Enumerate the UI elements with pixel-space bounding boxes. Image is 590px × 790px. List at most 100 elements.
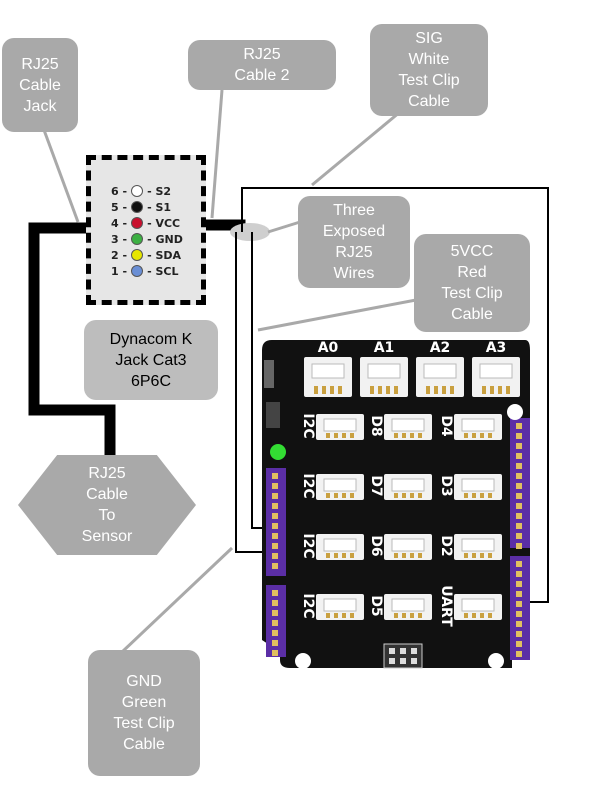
header-pin [272, 640, 278, 646]
icsp-pin [389, 648, 395, 654]
jack-pin-number: 6 - [111, 184, 128, 198]
callout-text: Cable [86, 486, 128, 503]
analog-port-label: A3 [486, 340, 507, 356]
grove-connector-pin [314, 386, 318, 394]
grove-connector-slot [311, 363, 345, 379]
header-pin [516, 533, 522, 539]
header-pin [272, 523, 278, 529]
grove-connector-slot [323, 478, 357, 492]
header-pin [516, 651, 522, 657]
exposed-wires-end [230, 223, 270, 241]
header-pin [272, 610, 278, 616]
callout-three-exposed-wires: Three Exposed RJ25 Wires [298, 196, 410, 288]
grove-connector-pin [488, 613, 492, 618]
grove-connector-slot [391, 418, 425, 432]
grove-connector-pin [326, 553, 330, 558]
callout-text: Cable [123, 736, 165, 753]
grove-connector-slot [391, 478, 425, 492]
sig-white-wire [241, 187, 549, 603]
digital-port-label: D2 [438, 535, 454, 556]
grove-connector-pin [342, 433, 346, 438]
mount-hole-tl [507, 404, 523, 420]
digital-port-label: I2C [300, 533, 316, 558]
callout-text: Sensor [81, 528, 133, 545]
header-pin [516, 571, 522, 577]
callout-text: RJ25 [335, 244, 373, 261]
digital-port-label: D5 [368, 595, 384, 616]
jack-pin-row: 4 -- VCC [111, 216, 180, 230]
jack-pin-color-dot [131, 265, 144, 277]
grove-connector-pin [472, 433, 476, 438]
grove-connector-pin [482, 386, 486, 394]
jack-pin-name: - SCL [147, 264, 179, 278]
right-header-bottom [510, 556, 530, 660]
digital-port-label: I2C [300, 413, 316, 438]
callout-rj25-cable-to-sensor: RJ25 Cable To Sensor [18, 455, 196, 555]
header-pin [516, 513, 522, 519]
digital-port-label: UART [438, 585, 454, 627]
grove-connector-pin [334, 613, 338, 618]
jack-pin-row: 5 -- S1 [111, 200, 171, 214]
icsp-pin [400, 658, 406, 664]
grove-connector-slot [367, 363, 401, 379]
grove-connector-pin [402, 433, 406, 438]
grove-connector-pin [334, 433, 338, 438]
grove-connector-pin [370, 386, 374, 394]
jack-pin-color-dot [131, 233, 144, 245]
callout-dynacom-jack: Dynacom K Jack Cat3 6P6C [84, 320, 218, 400]
pointer-three-exposed [267, 220, 301, 234]
rj25-cable-to-sensor [28, 222, 116, 455]
header-pin [516, 503, 522, 509]
grove-connector-pin [326, 433, 330, 438]
icsp-header [383, 643, 423, 669]
grove-connector-pin [410, 613, 414, 618]
header-pin [516, 621, 522, 627]
grove-connector-pin [394, 613, 398, 618]
header-pin [272, 473, 278, 479]
callout-text: 5VCC [450, 243, 494, 260]
analog-port-label: A2 [430, 340, 451, 356]
grove-connector-pin [350, 493, 354, 498]
header-pin [272, 563, 278, 569]
digital-port-label: I2C [300, 593, 316, 618]
grove-connector-pin [480, 613, 484, 618]
callout-text: SIG [415, 30, 443, 47]
grove-connector-pin [464, 553, 468, 558]
jack-pin-row: 2 -- SDA [111, 248, 181, 262]
grove-connector-pin [386, 386, 390, 394]
grove-connector-pin [350, 553, 354, 558]
grove-connector-pin [378, 386, 382, 394]
header-pin [516, 453, 522, 459]
grove-connector-pin [342, 553, 346, 558]
callout-text: Exposed [322, 223, 386, 240]
header-pin [516, 443, 522, 449]
callout-text: To [98, 507, 116, 524]
jack-pin-number: 1 - [111, 264, 128, 278]
grove-connector-pin [464, 493, 468, 498]
grove-connector-pin [402, 553, 406, 558]
grove-connector-pin [418, 433, 422, 438]
grove-connector-pin [410, 433, 414, 438]
jack-pin-name: - SDA [147, 248, 182, 262]
grove-connector-slot [323, 598, 357, 612]
callout-text: Test Clip [113, 715, 175, 732]
grove-connector-pin [402, 613, 406, 618]
header-pin [516, 433, 522, 439]
header-pin [516, 611, 522, 617]
callout-text: Dynacom K [109, 330, 193, 348]
pointer-vcc-red [257, 298, 417, 332]
callout-5vcc-red: 5VCC Red Test Clip Cable [414, 234, 530, 332]
grove-connector-pin [350, 613, 354, 618]
callout-text: Red [457, 264, 487, 281]
jack-pin-color-dot [131, 201, 144, 213]
callout-text: Wires [333, 265, 375, 282]
pointer-rj25-cable2 [210, 89, 224, 219]
grove-connector-pin [442, 386, 446, 394]
grove-connector-pin [326, 493, 330, 498]
header-pin [516, 581, 522, 587]
icsp-pin [389, 658, 395, 664]
header-pin [516, 641, 522, 647]
callout-text: Jack Cat3 [115, 351, 187, 369]
